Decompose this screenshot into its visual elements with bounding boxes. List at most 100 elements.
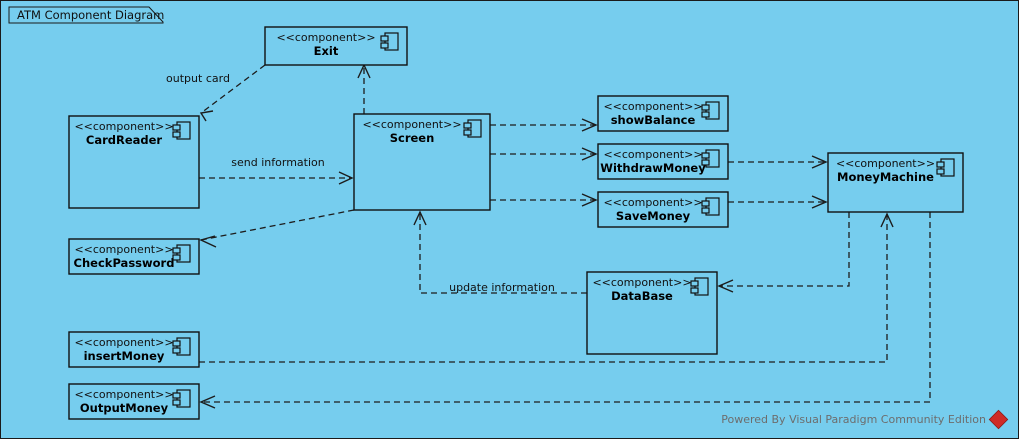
connector-label: update information <box>449 281 555 294</box>
connector-arrowhead <box>811 195 828 209</box>
connector-line <box>201 212 931 403</box>
icon-tab-bottom <box>172 347 181 354</box>
connector-arrowhead <box>581 147 598 161</box>
connector-screen-to-showbalance[interactable] <box>490 118 598 132</box>
icon-tab-bottom <box>701 111 710 118</box>
icon-tab-top <box>936 161 945 168</box>
component-stereotype: <<component>> <box>603 148 702 161</box>
icon-tab-top <box>701 200 710 207</box>
connector-line <box>419 212 587 294</box>
uml-component-icon <box>380 32 399 51</box>
component-stereotype: <<component>> <box>74 388 173 401</box>
icon-tab-top <box>701 152 710 159</box>
component-stereotype: <<component>> <box>362 118 461 131</box>
connector-arrowhead <box>581 118 598 132</box>
uml-component-icon <box>463 119 482 138</box>
component-withdrawmoney[interactable]: <<component>>WithdrawMoney <box>597 143 729 180</box>
uml-component-icon <box>172 244 191 263</box>
connector-database-to-screen[interactable]: update information <box>413 210 587 294</box>
connector-arrowhead <box>199 395 216 409</box>
component-box <box>264 26 408 66</box>
uml-component-icon <box>701 197 720 216</box>
component-stereotype: <<component>> <box>74 120 173 133</box>
component-exit[interactable]: <<component>>Exit <box>264 26 408 66</box>
icon-tab-bottom <box>172 399 181 406</box>
connector-screen-to-savemoney[interactable] <box>490 193 598 207</box>
component-stereotype: <<component>> <box>603 100 702 113</box>
component-stereotype: <<component>> <box>603 196 702 209</box>
connector-arrowhead <box>717 279 734 293</box>
connector-arrowhead <box>581 193 598 207</box>
icon-tab-bottom <box>690 287 699 294</box>
component-stereotype: <<component>> <box>592 276 691 289</box>
connector-insertmoney-to-machine[interactable] <box>199 212 894 363</box>
component-name: showBalance <box>611 113 696 127</box>
component-showbalance[interactable]: <<component>>showBalance <box>597 95 729 132</box>
component-stereotype: <<component>> <box>836 157 935 170</box>
component-insertmoney[interactable]: <<component>>insertMoney <box>68 331 200 368</box>
icon-tab-bottom <box>936 168 945 175</box>
connector-cardreader-to-screen[interactable]: send information <box>199 156 354 185</box>
component-stereotype: <<component>> <box>74 336 173 349</box>
connector-machine-to-database[interactable] <box>717 212 850 293</box>
icon-tab-bottom <box>463 129 472 136</box>
icon-tab-bottom <box>701 207 710 214</box>
component-name: SaveMoney <box>616 209 691 223</box>
uml-component-icon <box>936 158 955 177</box>
visual-paradigm-diamond-logo <box>988 409 1009 430</box>
component-moneymachine[interactable]: <<component>>MoneyMachine <box>827 152 964 213</box>
component-name: OutputMoney <box>80 401 169 415</box>
connector-line <box>200 209 355 241</box>
icon-tab-top <box>463 122 472 129</box>
connector-machine-to-outputmoney[interactable] <box>199 212 931 409</box>
connector-arrowhead <box>199 110 214 122</box>
diagram-title-tab[interactable]: ATM Component Diagram <box>8 6 164 24</box>
uml-component-icon <box>701 101 720 120</box>
component-savemoney[interactable]: <<component>>SaveMoney <box>597 191 729 228</box>
connector-arrowhead <box>811 155 828 169</box>
connector-layer: output card send information update inform… <box>166 63 931 409</box>
connector-arrowhead <box>338 171 354 185</box>
icon-tab-top <box>690 280 699 287</box>
connector-savemoney-to-machine[interactable] <box>728 195 828 209</box>
icon-tab-top <box>380 35 389 42</box>
component-screen[interactable]: <<component>>Screen <box>353 113 491 211</box>
connector-arrowhead <box>880 212 894 228</box>
component-name: Screen <box>390 131 435 145</box>
footer-watermark-text: Powered By Visual Paradigm Community Edi… <box>721 413 986 426</box>
component-name: insertMoney <box>84 349 165 363</box>
icon-tab-bottom <box>172 254 181 261</box>
connector-withdrawmoney-to-machine[interactable] <box>728 155 828 169</box>
connector-screen-to-withdrawmoney[interactable] <box>490 147 598 161</box>
component-name: DataBase <box>611 289 673 303</box>
icon-tab-top <box>172 392 181 399</box>
connector-screen-to-checkpassword[interactable] <box>199 209 355 248</box>
connector-line <box>200 64 266 114</box>
icon-tab-bottom <box>701 159 710 166</box>
connector-exit-to-cardreader[interactable]: output card <box>166 64 266 122</box>
component-stereotype: <<component>> <box>74 243 173 256</box>
diagram-title: ATM Component Diagram <box>17 8 164 22</box>
component-outputmoney[interactable]: <<component>>OutputMoney <box>68 383 200 420</box>
component-name: CardReader <box>86 133 163 147</box>
connector-label: output card <box>166 72 230 85</box>
connector-arrowhead <box>413 210 427 226</box>
icon-tab-top <box>701 104 710 111</box>
diagram-footer: Powered By Visual Paradigm Community Edi… <box>721 409 1009 430</box>
connector-screen-to-exit[interactable] <box>357 63 371 114</box>
component-stereotype: <<component>> <box>276 31 375 44</box>
uml-component-icon <box>172 337 191 356</box>
connector-arrowhead <box>199 235 217 248</box>
uml-component-icon <box>690 277 709 296</box>
component-cardreader[interactable]: <<component>>CardReader <box>68 115 200 209</box>
icon-tab-top <box>172 247 181 254</box>
icon-tab-top <box>172 340 181 347</box>
component-name: CheckPassword <box>74 256 175 270</box>
component-checkpassword[interactable]: <<component>>CheckPassword <box>68 238 200 275</box>
component-layer: <<component>>Exit<<component>>CardReader… <box>68 26 964 420</box>
icon-tab-top <box>172 124 181 131</box>
icon-tab-bottom <box>380 42 389 49</box>
component-database[interactable]: <<component>>DataBase <box>586 271 718 355</box>
